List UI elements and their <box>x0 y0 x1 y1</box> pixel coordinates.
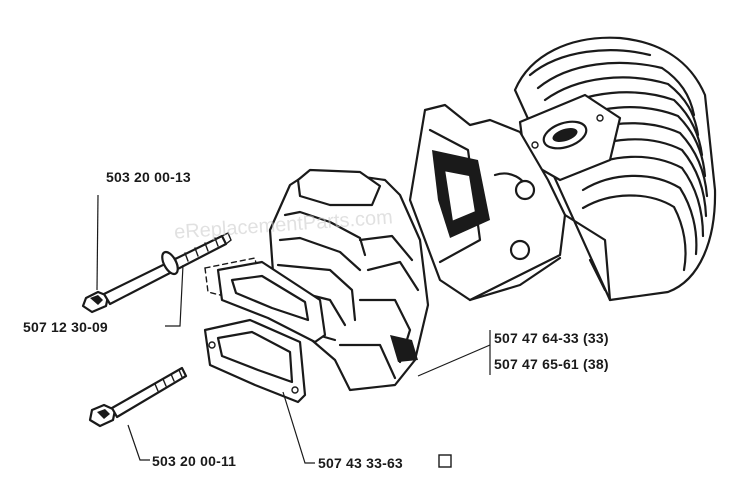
label-cylinder-38: 507 47 65-61 (38) <box>494 356 609 372</box>
upper-bolt <box>81 232 232 314</box>
lower-bolt <box>88 366 188 428</box>
label-bolt-lower: 503 20 00-11 <box>152 453 237 469</box>
label-gasket: 507 43 33-63 <box>318 455 403 471</box>
label-bolt-upper: 503 20 00-13 <box>106 169 191 185</box>
leader-lines <box>96 194 491 464</box>
cylinder-assembly <box>408 36 717 302</box>
lower-gasket <box>203 318 307 404</box>
upper-gasket <box>204 257 327 344</box>
label-washer: 507 12 30-09 <box>23 319 108 335</box>
square-marker-icon <box>438 454 452 468</box>
label-cylinder-33: 507 47 64-33 (33) <box>494 330 609 346</box>
